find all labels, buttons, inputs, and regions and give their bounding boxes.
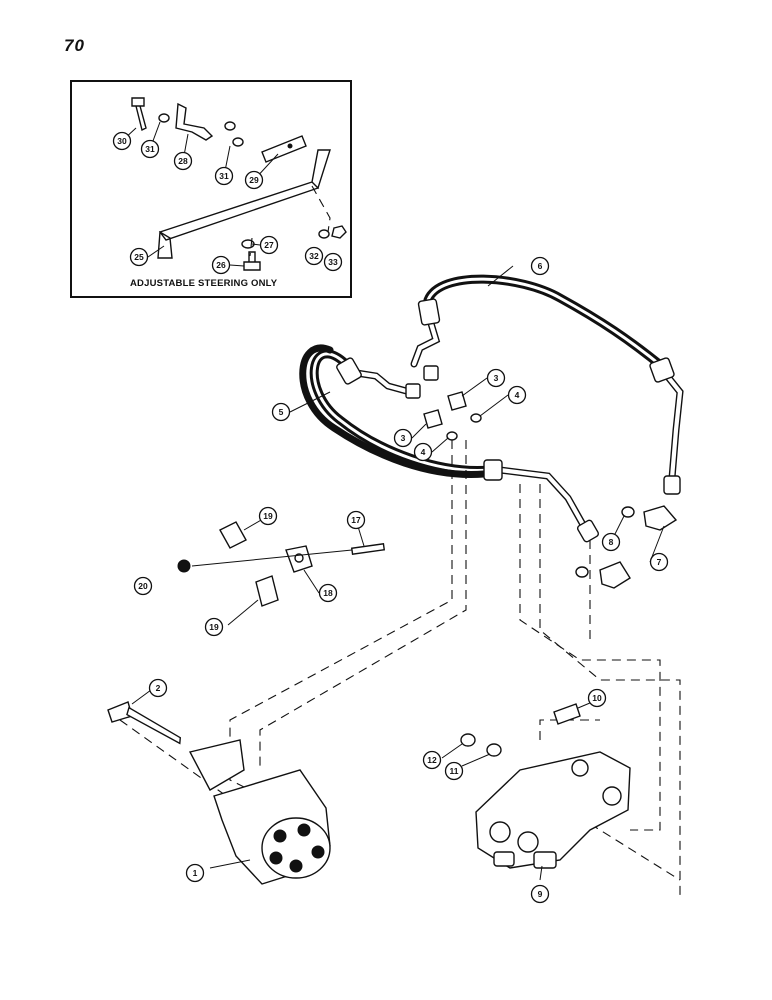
- callout-30: 30: [112, 131, 132, 151]
- svg-text:1: 1: [193, 868, 198, 878]
- svg-text:4: 4: [515, 390, 520, 400]
- inset-dashed-line: [311, 185, 331, 233]
- callout-33: 33: [323, 252, 343, 272]
- svg-text:12: 12: [427, 755, 437, 765]
- svg-text:32: 32: [309, 251, 319, 261]
- svg-text:19: 19: [263, 511, 273, 521]
- svg-text:28: 28: [178, 156, 188, 166]
- steering-unit-part-1: [107, 701, 331, 885]
- hoses: [299, 274, 684, 543]
- inset-box: [70, 80, 352, 298]
- callout-26: 26: [211, 255, 231, 275]
- svg-text:33: 33: [328, 257, 338, 267]
- svg-text:27: 27: [264, 240, 274, 250]
- washer-part-32: [318, 229, 330, 239]
- svg-text:29: 29: [249, 175, 259, 185]
- svg-text:17: 17: [351, 515, 361, 525]
- washer-part-31b: [224, 121, 236, 131]
- callout-32: 32: [304, 246, 324, 266]
- bracket-arm: [261, 135, 307, 163]
- svg-text:7: 7: [657, 557, 662, 567]
- svg-text:6: 6: [538, 261, 543, 271]
- svg-text:5: 5: [279, 407, 284, 417]
- callout-20: 20: [133, 576, 153, 596]
- callout-1: 1: [185, 863, 205, 883]
- callout-31a: 31: [140, 139, 160, 159]
- svg-text:2: 2: [156, 683, 161, 693]
- callout-5: 5: [271, 402, 291, 422]
- callout-25: 25: [129, 247, 149, 267]
- bracket-hole: [287, 143, 293, 149]
- callout-9: 9: [530, 884, 550, 904]
- callout-7: 7: [649, 552, 669, 572]
- callout-4a: 4: [507, 385, 527, 405]
- callout-18: 18: [318, 583, 338, 603]
- page-number: 70: [64, 36, 85, 55]
- svg-text:4: 4: [421, 447, 426, 457]
- callout-17: 17: [346, 510, 366, 530]
- svg-text:10: 10: [592, 693, 602, 703]
- inset-parts: [131, 97, 347, 271]
- fittings-7-8: [575, 505, 678, 589]
- svg-text:20: 20: [138, 581, 148, 591]
- dashed-routing-lines: [119, 440, 681, 900]
- callout-4b: 4: [413, 442, 433, 462]
- svg-text:3: 3: [494, 373, 499, 383]
- svg-text:31: 31: [219, 171, 229, 181]
- callout-8: 8: [601, 532, 621, 552]
- callout-19a: 19: [258, 506, 278, 526]
- svg-text:25: 25: [134, 252, 144, 262]
- bolt-part-26: [243, 251, 261, 271]
- callout-19b: 19: [204, 617, 224, 637]
- inset-dashed-line-2: [249, 237, 253, 257]
- parts-17-20: [177, 521, 386, 607]
- callout-3b: 3: [393, 428, 413, 448]
- fittings-3-4: [423, 391, 482, 441]
- callout-12: 12: [422, 750, 442, 770]
- nut-part-33: [331, 225, 347, 239]
- inset-caption: ADJUSTABLE STEERING ONLY: [130, 278, 278, 289]
- callout-27: 27: [259, 235, 279, 255]
- svg-text:3: 3: [401, 433, 406, 443]
- svg-text:9: 9: [538, 889, 543, 899]
- svg-text:31: 31: [145, 144, 155, 154]
- svg-text:18: 18: [323, 588, 333, 598]
- callout-31b: 31: [214, 166, 234, 186]
- valve-part-9: [460, 703, 631, 869]
- callout-6: 6: [530, 256, 550, 276]
- svg-text:26: 26: [216, 260, 226, 270]
- callout-11: 11: [444, 761, 464, 781]
- callout-29: 29: [244, 170, 264, 190]
- svg-text:19: 19: [209, 622, 219, 632]
- washer-part-31c: [232, 137, 244, 147]
- callout-28: 28: [173, 151, 193, 171]
- svg-text:11: 11: [450, 766, 459, 776]
- bolt-part-30: [131, 97, 147, 132]
- callout-3a: 3: [486, 368, 506, 388]
- svg-text:30: 30: [117, 136, 127, 146]
- callout-10: 10: [587, 688, 607, 708]
- washer-part-31a: [158, 113, 170, 123]
- svg-text:8: 8: [609, 537, 614, 547]
- bracket-part-28: [175, 102, 214, 141]
- callout-2: 2: [148, 678, 168, 698]
